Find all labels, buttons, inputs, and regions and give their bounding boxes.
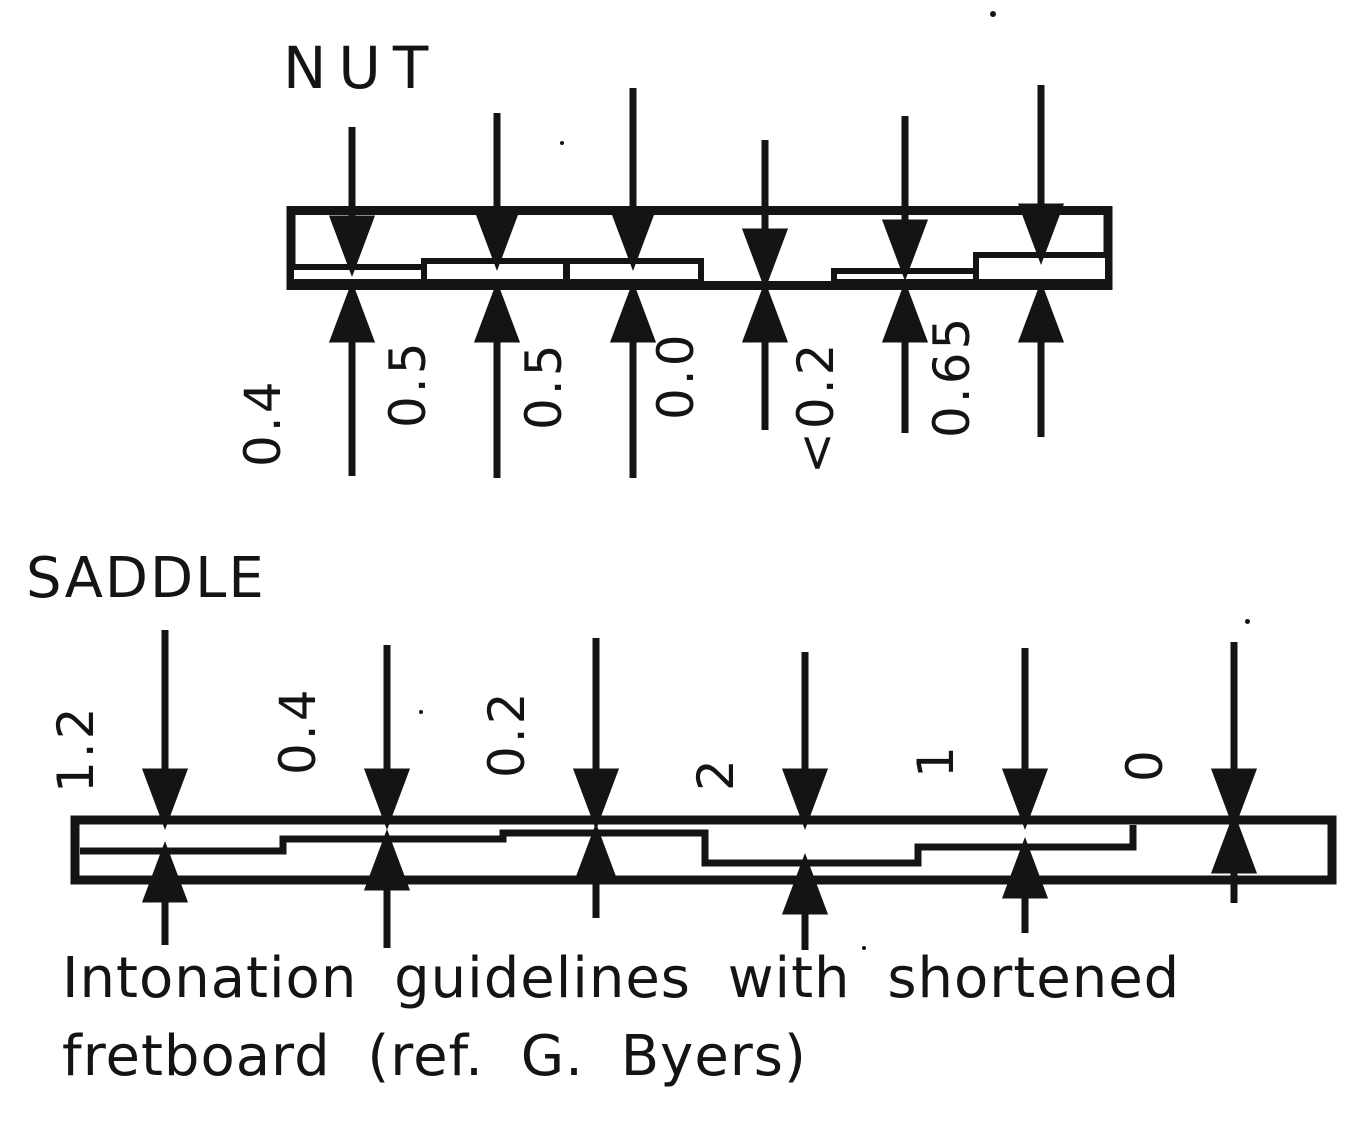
saddle-dim-arrow-1 [141,630,189,945]
nut-dim-arrow-6 [1017,85,1065,437]
saddle-dimension-value-3: 0.2 [478,689,536,778]
saddle-dimension-value-1: 1.2 [47,704,105,793]
nut-dimension-value-5: <0.2 [787,340,845,474]
scan-speck [419,710,423,714]
nut-dimension-value-2: 0.5 [379,339,437,428]
scan-speck [990,11,996,17]
scan-speck [862,946,866,950]
saddle-dim-arrow-6 [1210,642,1258,903]
nut-shim-1 [288,264,427,285]
nut-dim-arrow-2 [473,113,521,478]
saddle-bar [70,815,1337,885]
scan-speck [1245,619,1250,624]
nut-dimension-value-4: 0.0 [647,331,705,420]
nut-dim-arrow-3 [609,88,657,478]
nut-section-title: NUT [283,34,441,102]
nut-dimension-value-3: 0.5 [515,341,573,430]
saddle-dim-arrow-4 [781,652,829,950]
saddle-dim-arrow-5 [1001,648,1049,933]
saddle-dimension-value-2: 0.4 [269,686,327,775]
caption-line-1: Intonation guidelines with shortened [62,946,1181,1011]
nut-bar-outline [286,206,1113,290]
nut-dim-arrow-4 [741,140,789,430]
nut-dim-arrow-1 [328,127,376,476]
caption-line-2: fretboard (ref. G. Byers) [62,1024,807,1089]
saddle-dimension-value-6: 0 [1116,747,1174,782]
nut-dimension-value-1: 0.4 [234,378,292,467]
saddle-dimension-value-4: 2 [687,756,745,791]
nut-dim-arrow-5 [881,116,929,433]
saddle-section-title: SADDLE [26,546,266,611]
saddle-dim-arrow-3 [572,638,620,918]
nut-bar [286,206,1113,290]
scan-speck [560,141,564,145]
saddle-step-profile [80,825,1137,867]
saddle-dimension-value-5: 1 [907,743,965,778]
saddle-bar-outline [70,815,1337,885]
nut-dimension-value-6: 0.65 [923,314,981,438]
saddle-dim-arrow-2 [363,645,411,948]
